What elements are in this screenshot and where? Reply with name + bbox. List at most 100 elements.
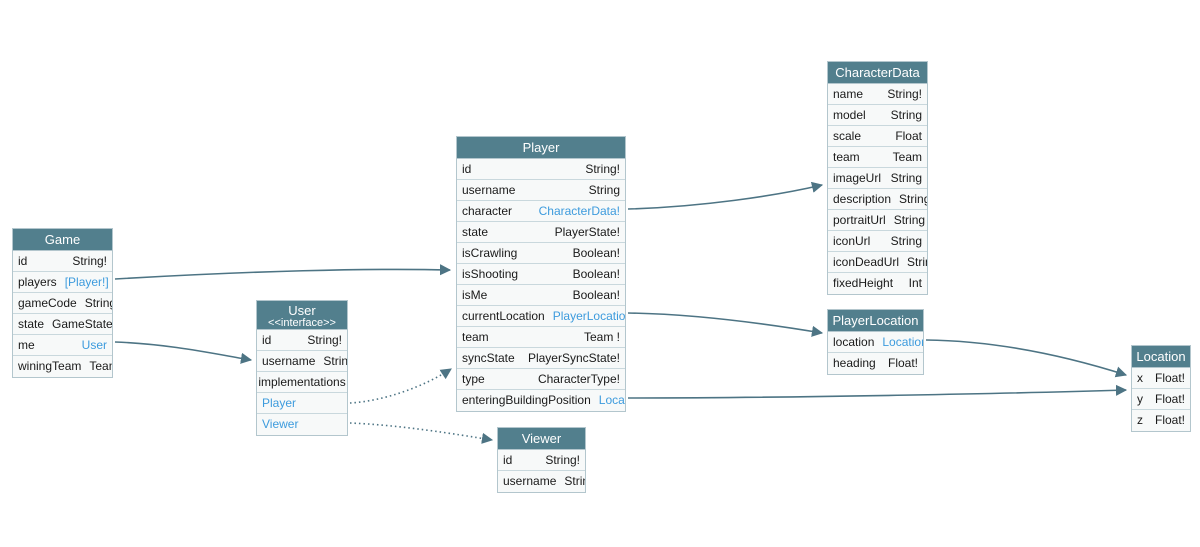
field-type: String	[588, 182, 620, 197]
field-name: implementations	[258, 374, 346, 389]
field-type: Int	[908, 276, 922, 290]
edge-user-viewer-to-viewer-header	[349, 422, 494, 444]
field-name: x	[1137, 370, 1143, 385]
field-name: enteringBuildingPosition	[462, 393, 591, 407]
field-name: y	[1137, 391, 1143, 406]
edge-player-currentlocation-to-playerlocation-header	[627, 312, 824, 337]
field-row[interactable]: implementations	[257, 372, 347, 393]
field-name: iconUrl	[833, 233, 871, 248]
field-name: id	[462, 161, 472, 176]
field-type: [Player!]	[64, 274, 109, 289]
field-type: Boolean!	[572, 245, 620, 260]
field-name: imageUrl	[833, 170, 882, 185]
edge-game-me-to-user-username	[114, 341, 253, 364]
field-type: Team	[892, 149, 922, 164]
entity-header-user: User<<interface>>	[257, 301, 347, 330]
field-row[interactable]: currentLocationPlayerLocation!	[457, 306, 625, 327]
field-row[interactable]: Player	[257, 393, 347, 414]
field-row[interactable]: y Float!	[1132, 389, 1190, 410]
field-row[interactable]: username String	[257, 351, 347, 372]
field-type: String	[890, 233, 922, 248]
field-row[interactable]: team Team !	[457, 327, 625, 348]
field-row[interactable]: gameCodeString!	[13, 293, 112, 314]
entity-title: CharacterData	[835, 65, 920, 80]
field-name: fixedHeight	[833, 276, 894, 290]
field-name: team	[833, 149, 860, 164]
entity-title: Player	[522, 140, 560, 155]
entity-title: Viewer	[521, 431, 562, 446]
field-name: team	[462, 329, 489, 344]
field-type: String	[899, 191, 927, 206]
entity-header-characterdata: CharacterData	[828, 62, 927, 84]
entity-header-location: Location	[1132, 346, 1190, 368]
field-row[interactable]: id String!	[257, 330, 347, 351]
field-name: name	[833, 86, 864, 101]
field-row[interactable]: descriptionString	[828, 189, 927, 210]
field-row[interactable]: enteringBuildingPositionLocation	[457, 390, 625, 411]
field-type: CharacterType!	[537, 371, 620, 386]
field-name: type	[462, 371, 485, 386]
edge-user-player-to-player-syncstate	[349, 368, 452, 404]
field-row[interactable]: locationLocation!	[828, 332, 923, 353]
edge-game-players-to-player-isshooting	[114, 264, 452, 280]
field-row[interactable]: winingTeamTeam	[13, 356, 112, 377]
field-type: String	[907, 254, 927, 269]
entity-user[interactable]: User<<interface>> id String! username String…	[256, 300, 348, 436]
field-row[interactable]: team Team	[828, 147, 927, 168]
field-row[interactable]: fixedHeight Int	[828, 273, 927, 294]
field-name: id	[503, 452, 513, 467]
entity-header-game: Game	[13, 229, 112, 251]
entity-playerlocation[interactable]: PlayerLocationlocationLocation!headingFl…	[827, 309, 924, 375]
field-type: Team !	[583, 329, 620, 344]
field-type: Float!	[1154, 413, 1185, 427]
field-row[interactable]: iconUrl String	[828, 231, 927, 252]
field-type: User	[81, 337, 107, 352]
field-name: heading	[833, 356, 876, 370]
field-name: id	[262, 332, 272, 347]
entity-title: User	[288, 303, 316, 318]
field-type: String!	[307, 332, 342, 347]
field-type: Location!	[882, 334, 923, 349]
field-name: syncState	[462, 350, 515, 365]
field-row[interactable]: iconDeadUrl String	[828, 252, 927, 273]
field-type: PlayerLocation!	[552, 308, 625, 323]
field-type: Float!	[1154, 391, 1185, 406]
field-name: winingTeam	[18, 359, 82, 373]
field-name: portraitUrl	[833, 212, 886, 227]
field-name: isMe	[462, 287, 488, 302]
field-name: username	[262, 353, 316, 368]
field-row[interactable]: players[Player!]	[13, 272, 112, 293]
field-type: PlayerState!	[554, 224, 620, 239]
field-row[interactable]: type CharacterType!	[457, 369, 625, 390]
field-type: String	[323, 353, 347, 368]
entity-title: Location	[1136, 349, 1186, 364]
field-row[interactable]: Viewer	[257, 414, 347, 435]
field-name: iconDeadUrl	[833, 254, 900, 269]
